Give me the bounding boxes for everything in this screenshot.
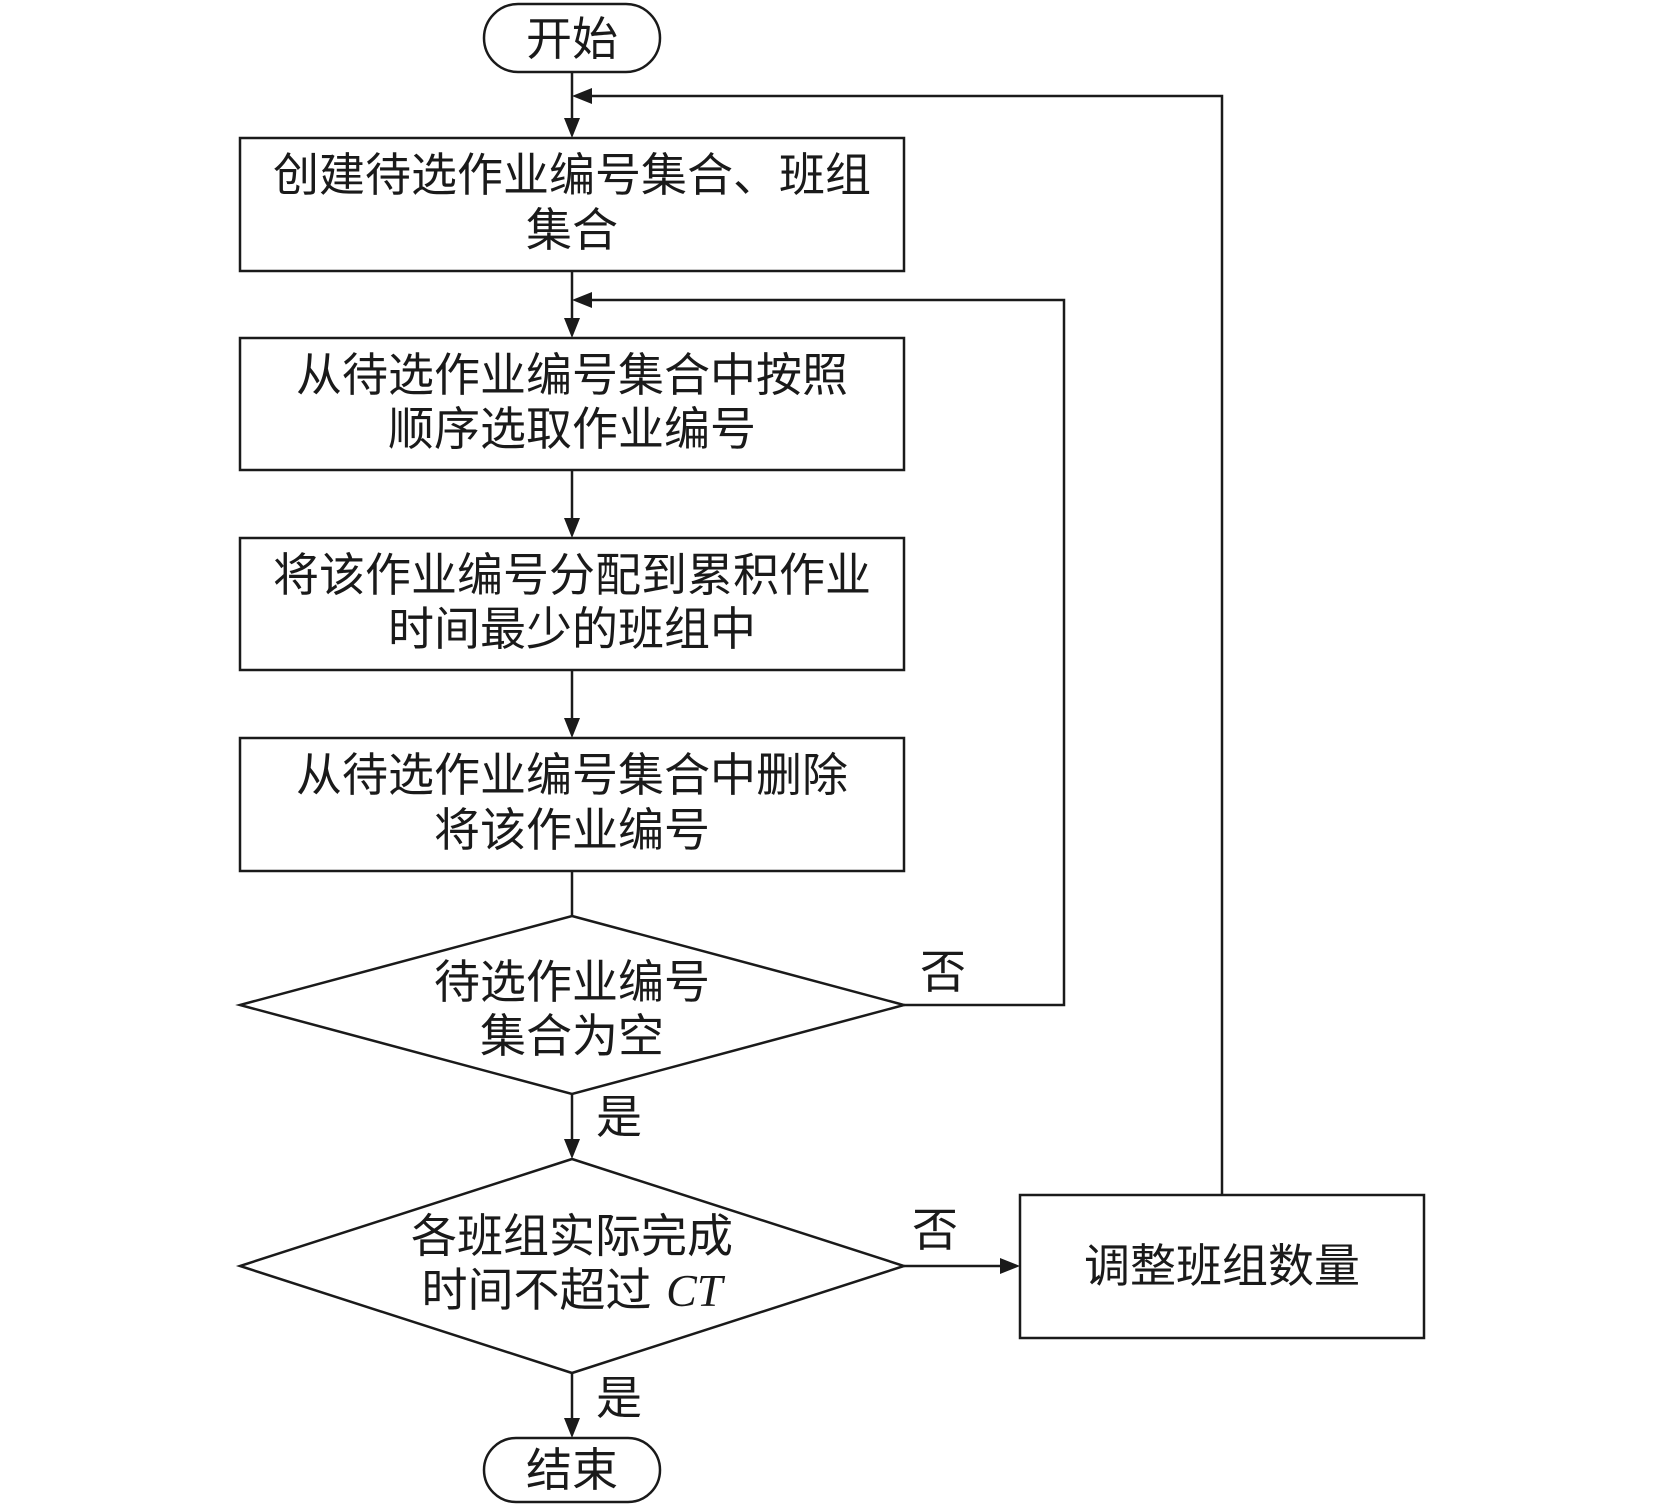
edge-check-empty-no-loop <box>590 298 1066 1007</box>
arrowhead-select-assign <box>564 518 580 538</box>
check-time-line1: 各班组实际完成 <box>411 1209 733 1263</box>
arrowhead-check-time-yes <box>564 1418 580 1438</box>
check-time-ct-var: CT <box>666 1265 726 1316</box>
check-time-node: 各班组实际完成 时间不超过 CT <box>235 1157 909 1375</box>
check-time-no-label: 否 <box>912 1203 958 1257</box>
arrowhead-check-empty-yes <box>564 1139 580 1159</box>
assign-job-node: 将该作业编号分配到累积作业 时间最少的班组中 <box>238 536 906 672</box>
check-time-yes-label: 是 <box>596 1371 642 1425</box>
arrowhead-check-time-no <box>1000 1258 1020 1274</box>
check-empty-line1: 待选作业编号 <box>434 955 710 1009</box>
end-label: 结束 <box>526 1443 618 1497</box>
delete-job-line1: 从待选作业编号集合中删除 <box>296 748 848 802</box>
arrowhead-check-empty-no <box>572 292 592 308</box>
create-sets-line1: 创建待选作业编号集合、班组 <box>273 148 871 202</box>
arrowhead-assign-delete <box>564 718 580 738</box>
assign-job-line1: 将该作业编号分配到累积作业 <box>273 548 871 602</box>
delete-job-node: 从待选作业编号集合中删除 将该作业编号 <box>238 736 906 873</box>
arrowhead-start-create <box>564 118 580 138</box>
check-empty-node: 待选作业编号 集合为空 <box>235 914 909 1096</box>
create-sets-node: 创建待选作业编号集合、班组 集合 <box>238 136 906 273</box>
adjust-node: 调整班组数量 <box>1018 1193 1426 1340</box>
check-empty-yes-label: 是 <box>596 1090 642 1144</box>
check-time-line2: 时间不超过 CT <box>422 1263 726 1317</box>
check-empty-line2: 集合为空 <box>480 1009 664 1063</box>
select-job-line2: 顺序选取作业编号 <box>388 402 756 456</box>
check-empty-no-label: 否 <box>920 945 966 999</box>
arrowhead-create-select <box>564 318 580 338</box>
delete-job-line2: 将该作业编号 <box>434 803 710 857</box>
assign-job-line2: 时间最少的班组中 <box>388 602 756 656</box>
select-job-line1: 从待选作业编号集合中按照 <box>296 348 848 402</box>
edge-adjust-loop <box>590 94 1224 1195</box>
end-node: 结束 <box>482 1436 662 1504</box>
create-sets-line2: 集合 <box>526 203 618 257</box>
arrowhead-adjust-loop <box>572 88 592 104</box>
select-job-node: 从待选作业编号集合中按照 顺序选取作业编号 <box>238 336 906 472</box>
check-time-line2-prefix: 时间不超过 <box>422 1263 667 1317</box>
start-label: 开始 <box>526 12 618 66</box>
start-node: 开始 <box>482 2 662 74</box>
adjust-label: 调整班组数量 <box>1084 1239 1360 1293</box>
